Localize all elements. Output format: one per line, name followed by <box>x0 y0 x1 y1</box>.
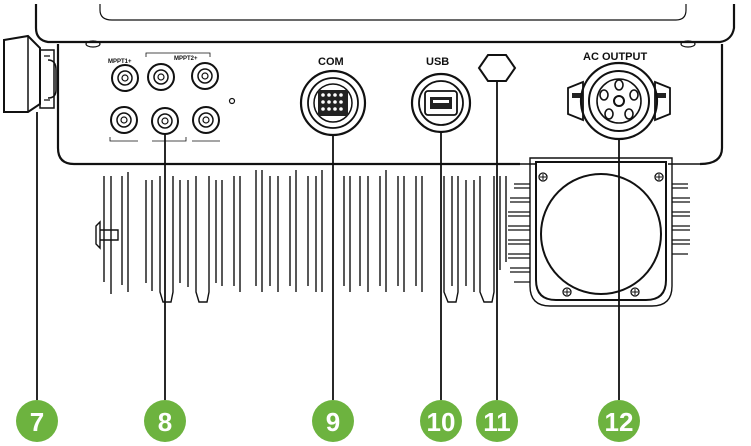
inverter-top-body <box>34 4 736 48</box>
pv-connector <box>147 63 175 91</box>
leader-lines <box>36 81 620 400</box>
ac-output-label: AC OUTPUT <box>583 51 647 63</box>
callout-12-number: 12 <box>605 407 634 437</box>
mppt1-label: MPPT1+ <box>108 59 132 65</box>
heat-sink <box>95 170 507 303</box>
callout-10: 10 <box>420 400 462 442</box>
callouts: 7 8 9 10 11 12 <box>16 400 640 442</box>
callout-10-number: 10 <box>427 407 456 437</box>
vent-valve <box>477 54 517 82</box>
callout-9-number: 9 <box>326 407 340 437</box>
pv-connectors: MPPT1+ MPPT2+ <box>108 52 236 142</box>
com-port: COM <box>299 56 367 137</box>
com-label: COM <box>318 56 344 68</box>
ac-output-connector: AC OUTPUT <box>567 51 671 141</box>
callout-11-number: 11 <box>483 407 511 437</box>
pv-connector <box>111 64 139 92</box>
pv-connector <box>151 107 179 135</box>
callout-8-number: 8 <box>158 407 172 437</box>
pv-connector <box>192 106 220 134</box>
pv-connector <box>110 106 138 134</box>
callout-8: 8 <box>144 400 186 442</box>
callout-12: 12 <box>598 400 640 442</box>
side-handle <box>3 34 57 113</box>
pv-connector <box>191 62 219 90</box>
fan-plate <box>508 157 690 307</box>
usb-port: USB <box>410 56 472 134</box>
callout-9: 9 <box>312 400 354 442</box>
callout-7: 7 <box>16 400 58 442</box>
callout-11: 11 <box>476 400 518 442</box>
mppt2-label: MPPT2+ <box>174 56 198 62</box>
usb-label: USB <box>426 56 449 68</box>
callout-7-number: 7 <box>30 407 44 437</box>
connector-panel <box>56 44 724 166</box>
